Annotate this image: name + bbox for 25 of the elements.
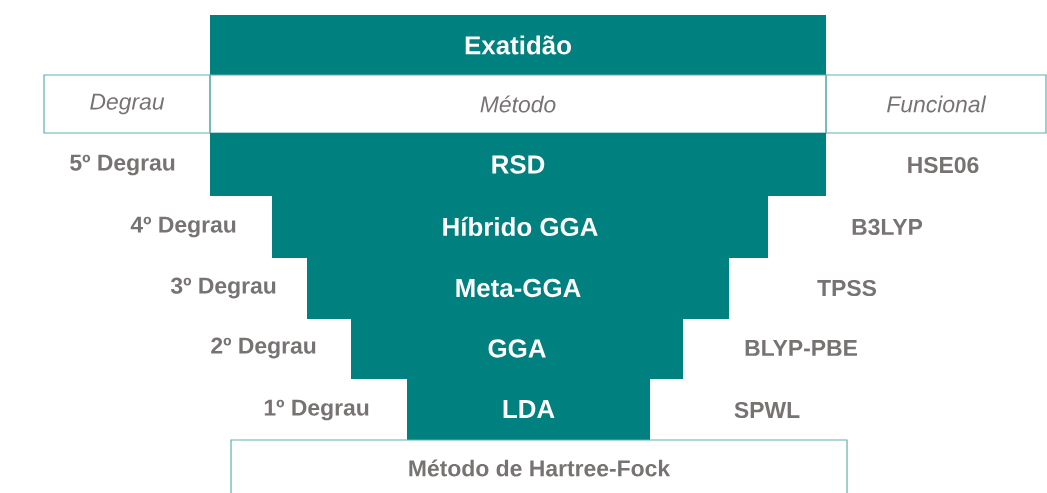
step-block: LDA [407,378,650,440]
node-label: GGA [488,339,546,358]
side-label: 1º Degrau [264,399,369,421]
side-label: 2º Degrau [211,337,316,359]
side-label: B3LYP [852,218,923,236]
side-label: BLYP-PBE [745,340,857,356]
side-label: SPWL [734,401,800,419]
side-label: TPSS [817,279,877,297]
side-label: 5º Degrau [70,154,175,176]
node-label: Híbrido GGA [443,216,598,237]
step-block: Meta-GGA [307,257,729,319]
step-block: Híbrido GGA [272,195,768,258]
side-label: 4º Degrau [130,216,236,238]
side-label: 3º Degrau [170,277,276,299]
node-label: RSD [492,155,545,174]
step-block: Exatidão [210,15,826,75]
node-label: Meta-GGA [456,278,581,298]
header-cell: Método [209,74,827,134]
base-box: Método de Hartree-Fock [230,439,848,493]
step-block: RSD [210,133,826,196]
header-cell: Funcional [825,74,1047,134]
node-label: LDA [503,400,555,418]
header-cell: Degrau [43,74,211,134]
step-block: GGA [351,318,683,379]
side-label: HSE06 [908,156,979,174]
